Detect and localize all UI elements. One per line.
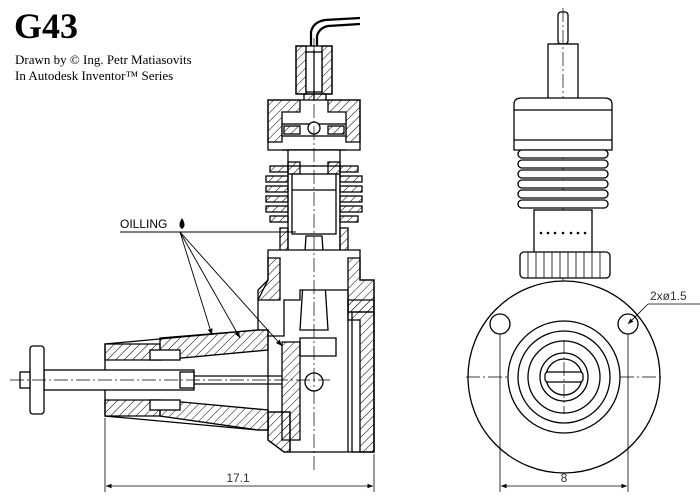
author-credit: Drawn by © Ing. Petr Matiasovits <box>15 52 192 67</box>
holes-label: 2xø1.5 <box>650 289 687 303</box>
front-view <box>466 8 662 474</box>
software-credit: In Autodesk Inventor™ Series <box>15 68 174 83</box>
front-dimension-line <box>499 334 629 492</box>
oilling-label: OILLING <box>120 217 167 231</box>
drawing-title: G43 <box>14 6 79 46</box>
holes-callout <box>627 303 700 325</box>
side-section-view <box>10 16 375 470</box>
front-dimension-value: 8 <box>561 471 568 485</box>
oil-drop-icon <box>179 218 185 229</box>
side-dimension-line <box>104 418 375 492</box>
oilling-callout <box>120 231 296 347</box>
side-dimension-value: 17.1 <box>226 471 250 485</box>
